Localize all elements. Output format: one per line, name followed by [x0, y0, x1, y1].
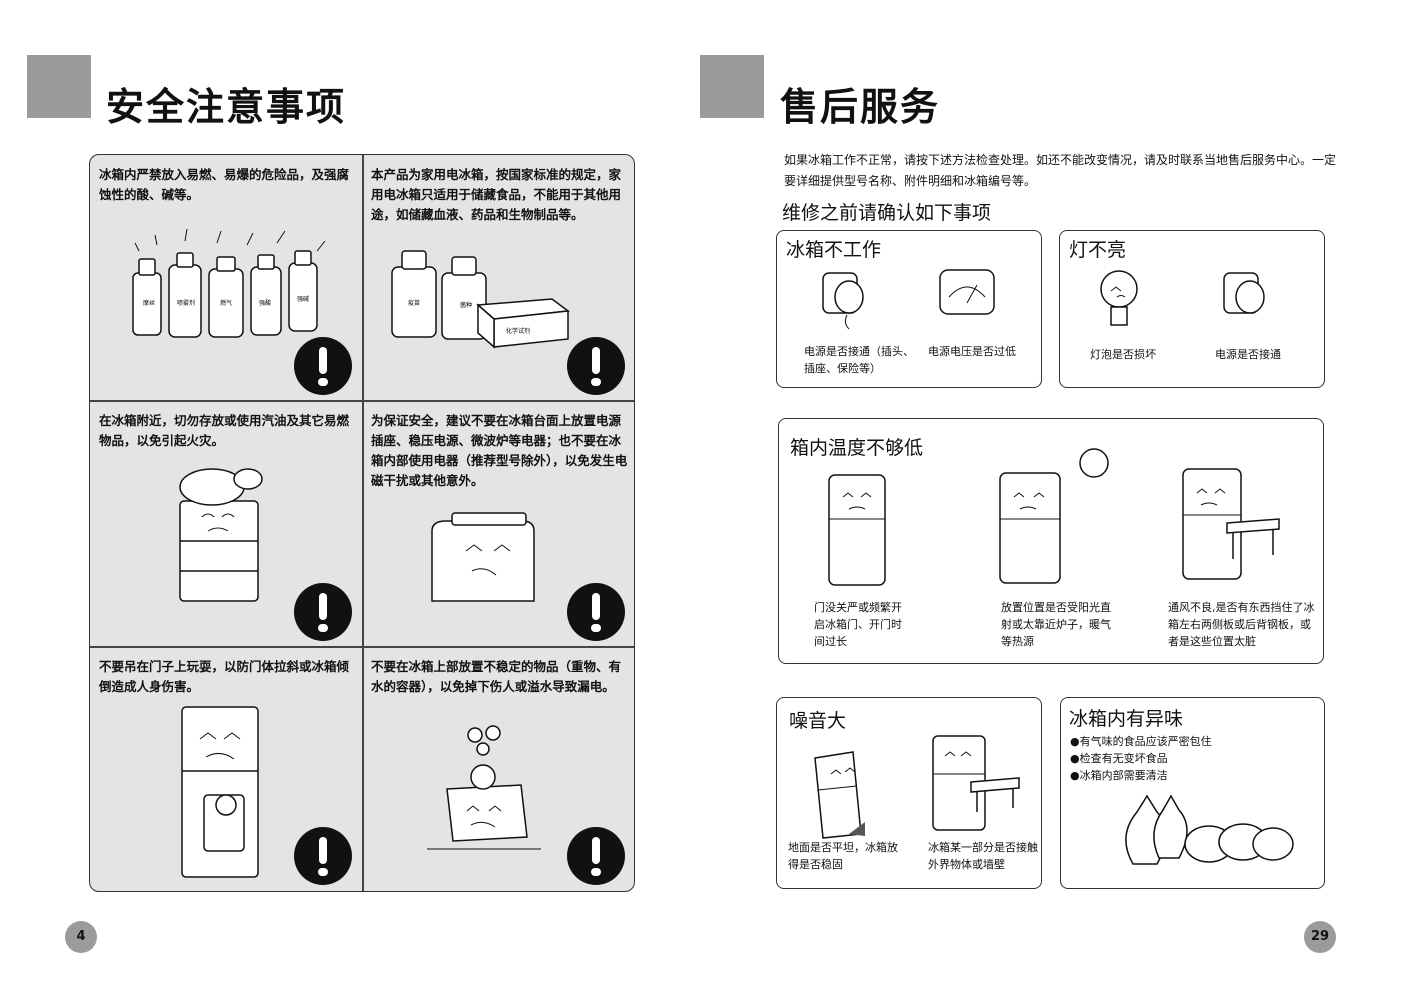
right-title-square [700, 55, 764, 118]
box-title: 箱内温度不够低 [790, 437, 924, 459]
caption-bulb-broken: 灯泡是否损坏 [1090, 348, 1156, 361]
fridge-touching-wall-illustration [932, 735, 1020, 831]
safety-text: 不要吊在门子上玩耍，以防门体拉斜或冰箱倾倒造成人身伤害。 [99, 659, 350, 694]
safety-cell-flammables: 冰箱内严禁放入易燃、易爆的危险品，及强腐蚀性的酸、碱等。 摩丝 喷雾剂 燃气 强… [90, 155, 362, 400]
safety-cell-no-gasoline: 在冰箱附近，切勿存放或使用汽油及其它易燃物品，以免引起火灾。 [90, 401, 362, 646]
fridge-sun-heat-illustration [999, 448, 1109, 584]
safety-text: 本产品为家用电冰箱，按国家标准的规定，家用电冰箱只适用于储藏食品，不能用于其他用… [371, 167, 622, 222]
box-not-working: 冰箱不工作 电源是否接通（插头、插座、保险等） 电源电压是否过低 [776, 230, 1042, 388]
odor-tip-check-spoiled: ●检查有无变坏食品 [1070, 752, 1168, 765]
odor-tip-wrap-food: ●有气味的食品应该严密包住 [1070, 735, 1212, 748]
caption-floor-level: 地面是否平坦，冰箱放得是否稳固 [788, 841, 898, 871]
safety-cell-no-hanging: 不要吊在门子上玩耍，以防门体拉斜或冰箱倾倒造成人身伤害。 [90, 647, 362, 891]
safety-cell-food-only: 本产品为家用电冰箱，按国家标准的规定，家用电冰箱只适用于储藏食品，不能用于其他用… [362, 155, 634, 400]
bottle-label-vaccine: 疫苗 [408, 299, 420, 307]
box-title: 噪音大 [789, 710, 847, 732]
fridge-child-illustration [181, 706, 259, 878]
right-page-number: 29 [1304, 921, 1336, 953]
left-page-title: 安全注意事项 [106, 85, 347, 129]
grid-divider-row2 [90, 646, 634, 648]
warning-icon [567, 583, 625, 641]
box-light-off: 灯不亮 灯泡是否损坏 电源是否接通 [1059, 230, 1325, 388]
warning-icon [294, 827, 352, 885]
grid-divider-row1 [90, 400, 634, 402]
fridge-fire-illustration [179, 468, 263, 602]
caption-ventilation: 通风不良,是否有东西挡住了冰箱左右两侧板或后背钢板，或者是这些位置太脏 [1168, 601, 1315, 648]
safety-text: 在冰箱附近，切勿存放或使用汽油及其它易燃物品，以免引起火灾。 [99, 413, 350, 448]
odor-tip-clean-inside: ●冰箱内部需要清洁 [1070, 769, 1168, 782]
left-title-square [27, 55, 91, 118]
fridge-door-open-illustration [828, 474, 886, 586]
caption-sun-heat: 放置位置是否受阳光直射或太靠近炉子，暖气等热源 [1001, 601, 1111, 648]
safety-text: 冰箱内严禁放入易燃、易爆的危险品，及强腐蚀性的酸、碱等。 [99, 167, 350, 202]
safety-text: 不要在冰箱上部放置不稳定的物品（重物、有水的容器），以免掉下伤人或溢水导致漏电。 [371, 659, 622, 694]
bottles-illustration: 摩丝 喷雾剂 燃气 强酸 强碱 [132, 228, 326, 338]
section-subhead: 维修之前请确认如下事项 [782, 202, 992, 224]
light-bulb-icon [1100, 270, 1138, 326]
warning-icon [567, 827, 625, 885]
plug-socket-icon [822, 272, 864, 330]
warning-icon [294, 583, 352, 641]
bottle-label-5: 强碱 [297, 296, 309, 303]
safety-grid: 冰箱内严禁放入易燃、易爆的危险品，及强腐蚀性的酸、碱等。 摩丝 喷雾剂 燃气 强… [89, 154, 635, 892]
warning-icon [294, 337, 352, 395]
warning-icon [567, 337, 625, 395]
caption-power-connected: 电源是否接通（插头、插座、保险等） [804, 345, 914, 375]
safety-cell-no-unstable-items: 不要在冰箱上部放置不稳定的物品（重物、有水的容器），以免掉下伤人或溢水导致漏电。 [362, 647, 634, 891]
box-title: 冰箱内有异味 [1069, 708, 1184, 730]
safety-cell-no-appliances: 为保证安全，建议不要在冰箱台面上放置电源插座、稳压电源、微波炉等电器；也不要在冰… [362, 401, 634, 646]
box-label-chemicals: 化学试剂 [506, 327, 530, 335]
bottle-label-4: 强酸 [259, 299, 271, 307]
caption-power-connected: 电源是否接通 [1215, 348, 1281, 361]
box-temperature-not-low: 箱内温度不够低 门没关严或频繁开启冰箱门、开门时间过长 放置位置是否受阳光直射或… [778, 418, 1324, 664]
grid-divider-vertical [362, 155, 364, 891]
fridge-appliance-illustration [431, 512, 535, 602]
fridge-blocked-vent-illustration [1182, 468, 1280, 580]
box-noise: 噪音大 地面是否平坦，冰箱放得是否稳固 冰箱某一部分是否接触外界物体或墙壁 [776, 697, 1042, 889]
intro-paragraph: 如果冰箱工作不正常，请按下述方法检查处理。如还不能改变情况，请及时联系当地售后服… [784, 153, 1337, 188]
caption-touching-objects: 冰箱某一部分是否接触外界物体或墙壁 [928, 841, 1038, 871]
caption-door-open: 门没关严或频繁开启冰箱门、开门时间过长 [814, 601, 902, 648]
bottle-label-1: 摩丝 [143, 299, 155, 307]
box-title: 灯不亮 [1069, 239, 1127, 261]
caption-voltage-low: 电源电压是否过低 [928, 345, 1016, 358]
box-odor: 冰箱内有异味 ●有气味的食品应该严密包住 ●检查有无变坏食品 ●冰箱内部需要清洁 [1060, 697, 1325, 889]
safety-text: 为保证安全，建议不要在冰箱台面上放置电源插座、稳压电源、微波炉等电器；也不要在冰… [371, 413, 628, 488]
voltmeter-icon [939, 269, 995, 315]
fridge-tilted-illustration [814, 751, 865, 839]
right-page-title: 售后服务 [780, 85, 941, 129]
medicine-bottles-illustration: 疫苗 菌种 化学试剂 [391, 250, 570, 349]
bottle-label-bacteria: 菌种 [460, 301, 472, 309]
fridge-vase-illustration [427, 725, 541, 850]
wrapped-food-bags-illustration [1125, 794, 1294, 865]
plug-socket-icon [1223, 272, 1265, 314]
left-page-number: 4 [65, 921, 97, 953]
bottle-label-3: 燃气 [220, 299, 232, 307]
box-title: 冰箱不工作 [786, 239, 882, 261]
bottle-label-2: 喷雾剂 [177, 299, 195, 307]
